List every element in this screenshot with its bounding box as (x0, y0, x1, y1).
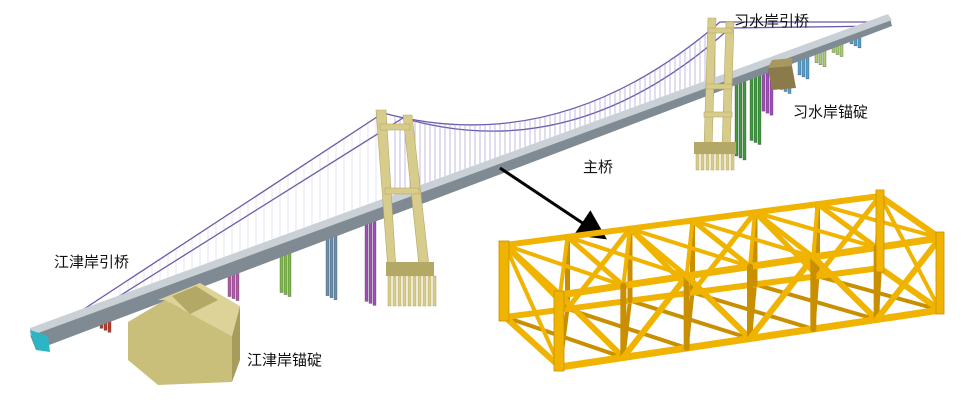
pier (749, 70, 762, 145)
label-main-bridge: 主桥 (583, 158, 614, 176)
xishui-tower (694, 17, 736, 171)
truss-segment-detail (498, 189, 945, 372)
pier (734, 75, 747, 161)
label-xishui-anchorage: 习水岸锚碇 (793, 103, 869, 121)
main-cable (54, 21, 886, 333)
label-jiangjin-approach: 江津岸引桥 (54, 253, 130, 271)
jiangjin-anchorage (128, 283, 240, 385)
tower-piles (387, 275, 437, 307)
label-jiangjin-anchorage: 江津岸锚碇 (247, 351, 323, 369)
tower-piles (695, 153, 735, 171)
label-xishui-approach: 习水岸引桥 (734, 12, 810, 30)
bridge-deck (30, 14, 892, 352)
xishui-anchorage (768, 58, 796, 90)
jiangjin-tower (375, 109, 437, 307)
pier (364, 211, 377, 306)
detail-arrow (499, 166, 607, 240)
